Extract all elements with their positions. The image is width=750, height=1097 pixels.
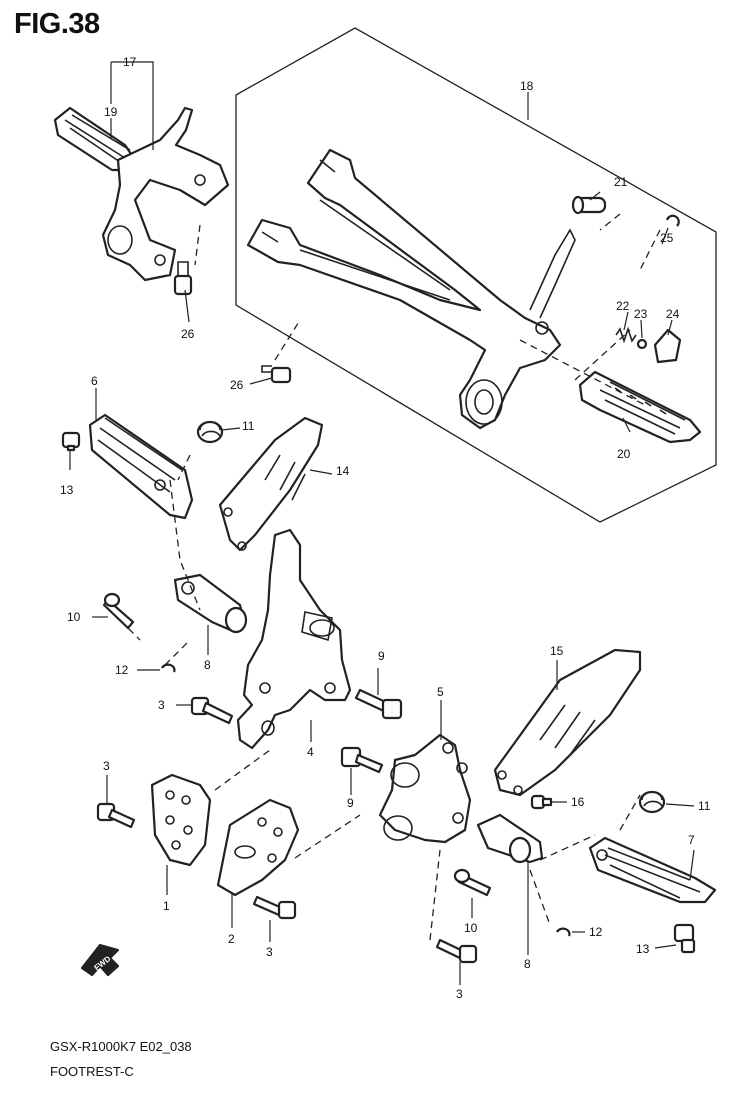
callout-6: 6 (91, 374, 98, 388)
callout-11-left: 11 (242, 419, 255, 433)
callout-4: 4 (307, 745, 314, 759)
callout-2: 2 (228, 932, 235, 946)
spring-11-right (638, 790, 666, 814)
callout-24: 24 (666, 307, 680, 321)
figure-title: FIG.38 (14, 8, 100, 40)
callout-12-right: 12 (589, 925, 603, 939)
callout-26-bottom: 26 (230, 378, 244, 392)
ball-23 (636, 338, 648, 350)
footrest-holder-8-right (476, 813, 544, 864)
bolt-26-bottom (261, 365, 292, 384)
callout-15: 15 (550, 644, 564, 658)
callout-10-left: 10 (67, 610, 81, 624)
rider-footrest-7 (588, 836, 717, 904)
pin-10-left (102, 592, 135, 630)
callout-18: 18 (520, 79, 534, 93)
leader-lines (69, 61, 695, 985)
bolt-26-top (173, 261, 193, 296)
forward-direction-arrow: FWD (80, 943, 120, 977)
bolt-16 (530, 794, 553, 810)
bolt-3-left (96, 802, 136, 829)
callout-21: 21 (614, 175, 628, 189)
assembly-lines (119, 213, 661, 941)
bolt-13-right (673, 923, 696, 954)
callout-22: 22 (616, 299, 630, 313)
callout-12-left: 12 (115, 663, 129, 677)
callout-26-top: 26 (181, 327, 195, 341)
bolt-3-upper-left (190, 696, 234, 725)
callout-7: 7 (688, 833, 695, 847)
heel-plate-14 (218, 416, 324, 552)
callout-19: 19 (104, 105, 118, 119)
section-name: FOOTREST-C (50, 1064, 134, 1079)
footrest-bracket-5 (378, 733, 472, 844)
bolt-9-lower (340, 746, 384, 774)
callout-16: 16 (571, 795, 585, 809)
callout-5: 5 (437, 685, 444, 699)
callout-13-left: 13 (60, 483, 74, 497)
callout-13-right: 13 (636, 942, 650, 956)
footrest-guard-1 (150, 773, 212, 867)
rider-footrest-6 (88, 413, 194, 520)
passenger-bracket-assembly-box (235, 27, 717, 523)
footrest-holder-8-left (173, 573, 248, 634)
callout-8-right: 8 (524, 957, 531, 971)
model-code: GSX-R1000K7 E02_038 (50, 1039, 192, 1054)
callout-14: 14 (336, 464, 350, 478)
footrest-guard-2 (216, 798, 300, 897)
callout-9-lower: 9 (347, 796, 354, 810)
callout-20: 20 (617, 447, 631, 461)
callout-labels: 17 19 18 21 25 22 23 24 20 26 26 6 13 11… (60, 55, 711, 1001)
bolt-3-bottom (435, 938, 478, 964)
callout-9-upper: 9 (378, 649, 385, 663)
callout-11-right: 11 (698, 799, 711, 813)
callout-1: 1 (163, 899, 170, 913)
passenger-footrest-20 (578, 370, 702, 444)
callout-3-bottom: 3 (456, 987, 463, 1001)
passenger-footrest-bracket (246, 148, 576, 430)
callout-25: 25 (660, 231, 674, 245)
clip-12-right (556, 927, 571, 937)
callout-3-left: 3 (103, 759, 110, 773)
plate-24 (653, 328, 682, 364)
callout-8-left: 8 (204, 658, 211, 672)
passenger-footrest-assembly-17 (53, 106, 230, 282)
bolt-9-upper (354, 688, 403, 720)
clip-12-left (161, 663, 176, 673)
bolt-13-left (61, 431, 81, 452)
pin-10-right (453, 868, 492, 897)
clip-25 (665, 214, 680, 227)
pin-21 (571, 195, 607, 215)
callout-10-right: 10 (464, 921, 478, 935)
heel-plate-15 (493, 648, 642, 797)
callout-3-upper-left: 3 (158, 698, 165, 712)
callout-23: 23 (634, 307, 648, 321)
callout-17: 17 (123, 55, 137, 69)
callout-3-middle: 3 (266, 945, 273, 959)
footrest-bracket-4 (236, 528, 352, 750)
spring-11-left (196, 420, 224, 444)
bolt-3-middle (252, 895, 297, 920)
spring-22 (615, 326, 637, 344)
